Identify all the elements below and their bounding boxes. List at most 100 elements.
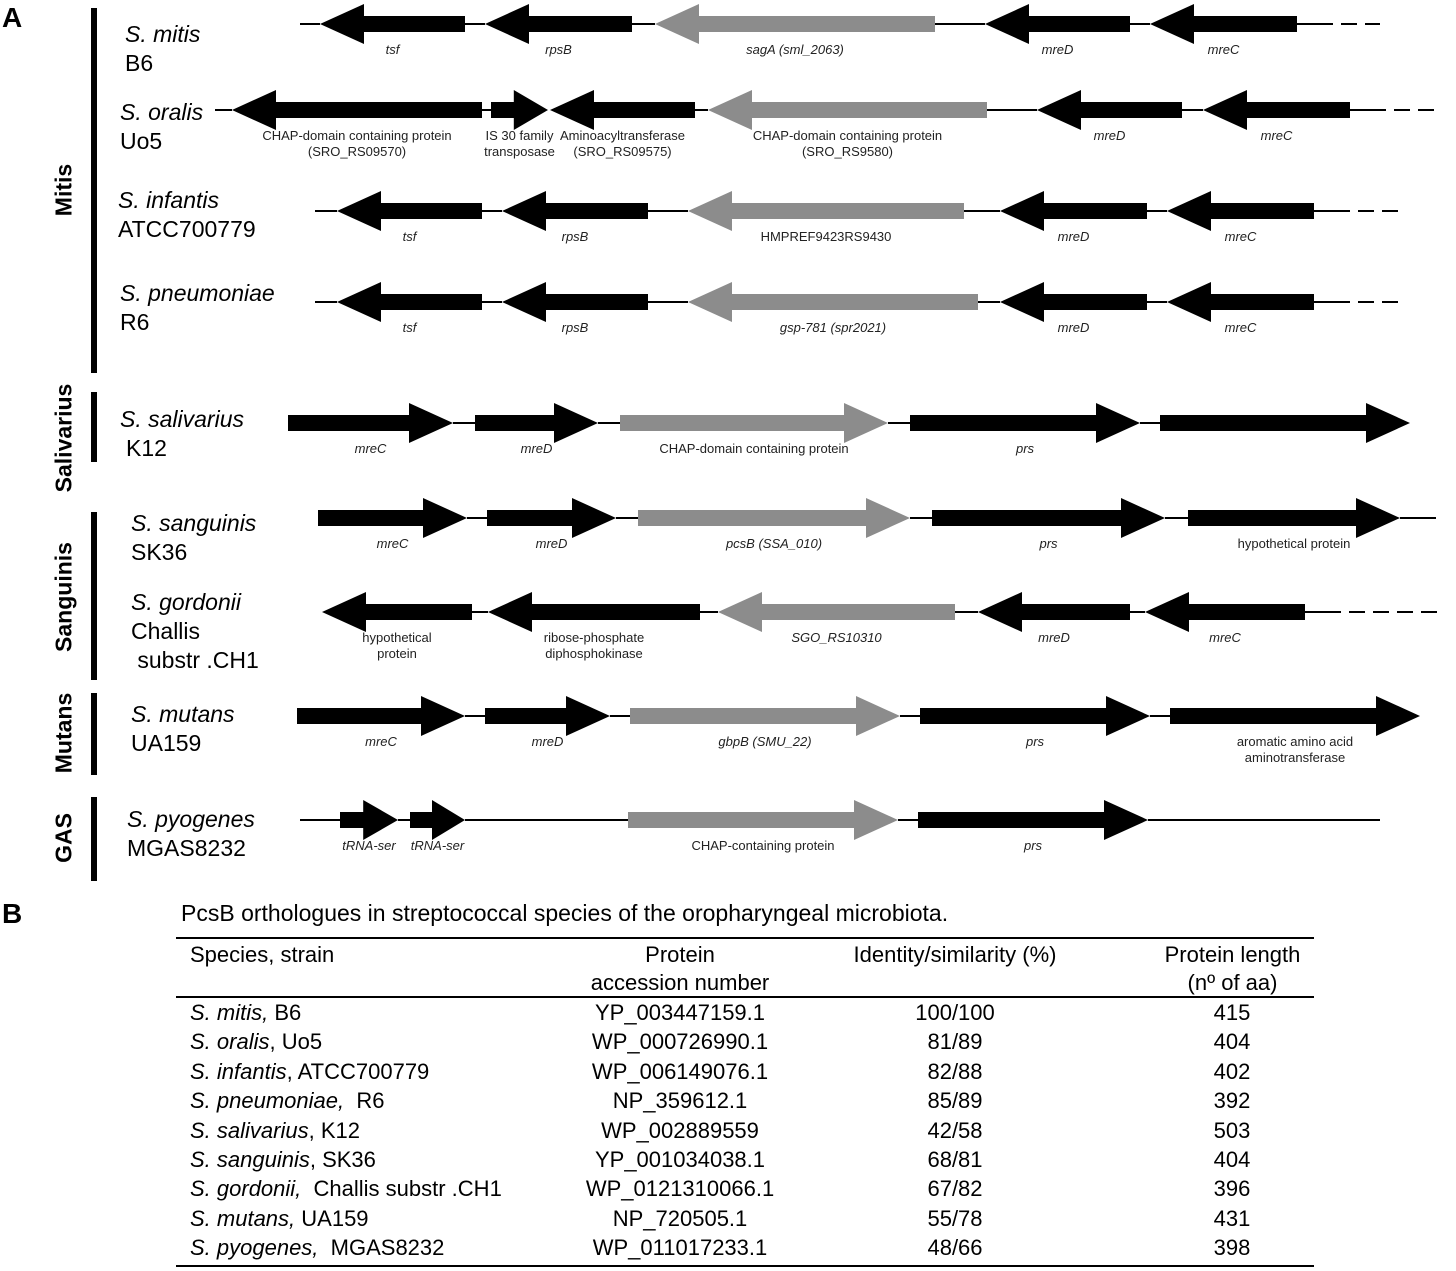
table-cell-accession: YP_003447159.1	[594, 1000, 766, 1025]
gene-label: CHAP-domain containing protein	[659, 441, 848, 456]
gene-label: tsf	[403, 320, 418, 335]
column-header-line: Identity/similarity (%)	[853, 942, 1057, 967]
table-cell-identity: 100/100	[915, 1000, 995, 1025]
gene-label-2: (SRO_RS09575)	[573, 144, 671, 159]
group-bar-salivarius	[91, 392, 97, 462]
gene-arrow-hmpref9423rs9430	[688, 191, 964, 231]
species-name: S. pneumoniae	[120, 280, 275, 306]
gene-arrow-chap-domain	[620, 403, 888, 443]
gene-arrow-rpsb	[502, 191, 648, 231]
column-header-line: Protein length	[1164, 942, 1301, 967]
panel-a-letter: A	[2, 2, 23, 33]
gene-label: prs	[1015, 441, 1035, 456]
gene-label: tsf	[403, 229, 418, 244]
table-cell-species: S. infantis, ATCC700779	[190, 1057, 429, 1086]
gene-label: mreD	[1058, 320, 1090, 335]
table-cell-length: 503	[1213, 1117, 1251, 1143]
table-cell-identity: 48/66	[927, 1235, 983, 1261]
species-italic: S. pyogenes,	[190, 1235, 319, 1261]
strain-text: , ATCC700779	[286, 1058, 430, 1084]
strain-text: MGAS8232	[318, 1235, 445, 1261]
group-bar-sanguinis	[91, 512, 97, 680]
group-bar-gas	[91, 797, 97, 881]
gene-arrow-diagram: tsf rpsB sagA (sml_2063) mreD mreC CHAP-domai…	[215, 4, 1440, 853]
strain-text: , Uo5	[269, 1029, 323, 1055]
gene-arrow-mred	[978, 592, 1130, 632]
gene-label: mreD	[532, 734, 564, 749]
table-cell-accession: NP_720505.1	[612, 1205, 748, 1231]
column-header-line: Species, strain	[190, 942, 335, 967]
strain-name: Uo5	[120, 128, 163, 154]
gene-arrow-mred	[475, 403, 598, 443]
gene-label: mreD	[1094, 128, 1126, 143]
gene-label: mreC	[355, 441, 387, 456]
table-cell-length: 392	[1213, 1088, 1251, 1114]
gene-label: mreC	[1225, 320, 1257, 335]
gene-arrow-unlabeled	[1160, 403, 1410, 443]
strain-name: MGAS8232	[127, 835, 246, 861]
table-cell-length: 402	[1213, 1058, 1251, 1084]
strain-text: , SK36	[309, 1147, 376, 1172]
species-name: S. oralis	[120, 99, 204, 125]
species-italic: S. mitis,	[190, 1000, 269, 1025]
column-header-line-2: accession number	[590, 970, 770, 995]
species-label-salivarius: S. salivarius K12	[120, 405, 244, 463]
table-cell-accession: NP_359612.1	[612, 1088, 748, 1114]
species-name: S. gordonii	[131, 589, 241, 615]
gene-arrow-mred	[487, 498, 616, 538]
gene-arrow-rpsb	[502, 282, 648, 322]
table-header-rule	[176, 996, 1314, 998]
group-bar-mitis	[91, 8, 97, 373]
strain-name-2: substr .CH1	[131, 647, 259, 673]
gene-label: gsp-781 (spr2021)	[780, 320, 886, 335]
gene-arrow-mred	[985, 4, 1130, 44]
species-label-oralis: S. oralis Uo5	[120, 98, 203, 156]
table-cell-identity: 85/89	[927, 1088, 983, 1114]
column-header-identity: Identity/similarity (%)	[830, 941, 1080, 969]
gene-label: ribose-phosphate	[544, 630, 644, 645]
strain-name: UA159	[131, 730, 202, 756]
gene-arrow-tsf	[320, 4, 465, 44]
species-italic: S. salivarius	[190, 1117, 309, 1143]
gene-arrow-chap-domain	[708, 90, 987, 130]
gene-arrow-prs	[920, 696, 1150, 736]
gene-arrow-chap-containing	[628, 800, 898, 840]
gene-label: mreC	[1209, 630, 1241, 645]
table-cell-length: 415	[1213, 1000, 1251, 1025]
gene-label: aromatic amino acid	[1237, 734, 1353, 749]
species-name: S. mitis	[125, 21, 201, 47]
strain-name: SK36	[131, 539, 188, 565]
gene-label: rpsB	[562, 229, 589, 244]
species-italic: S. gordonii,	[190, 1176, 302, 1202]
gene-arrow-mrec	[288, 403, 453, 443]
gene-arrow-aromatic	[1170, 696, 1420, 736]
strain-text: Challis substr .CH1	[301, 1176, 502, 1202]
gene-arrow-prs	[910, 403, 1140, 443]
panel-b-letter: B	[2, 898, 23, 929]
table-cell-species: S. pyogenes, MGAS8232	[190, 1233, 444, 1262]
table-cell-species: S. mutans, UA159	[190, 1204, 369, 1233]
gene-label-2: diphosphokinase	[545, 646, 643, 661]
gene-arrow-pcsb	[638, 498, 910, 538]
gene-label-2: aminotransferase	[1245, 750, 1345, 765]
table-cell-species: S. sanguinis, SK36	[190, 1145, 376, 1174]
table-cell-accession: WP_000726990.1	[591, 1029, 769, 1055]
gene-arrow-trna-ser	[340, 800, 398, 840]
gene-arrow-is	[491, 90, 548, 130]
gene-arrow-mrec	[318, 498, 467, 538]
gene-arrow-gsp-781	[688, 282, 978, 322]
species-label-mutans: S. mutans UA159	[131, 700, 235, 758]
gene-arrow-sgo_rs10310	[718, 592, 955, 632]
gene-label: sagA (sml_2063)	[746, 42, 844, 57]
strain-name: K12	[126, 435, 167, 461]
table-cell-accession: WP_0121310066.1	[585, 1176, 775, 1202]
table-bottom-rule	[176, 1265, 1314, 1267]
table-cell-identity: 42/58	[927, 1117, 983, 1143]
table-cell-identity: 67/82	[927, 1176, 983, 1202]
gene-arrow-ribose-phosphate	[488, 592, 700, 632]
gene-arrow-prs	[932, 498, 1165, 538]
gene-arrow-mrec	[1203, 90, 1350, 130]
species-name: S. mutans	[131, 701, 235, 727]
gene-label: pcsB (SSA_010)	[725, 536, 822, 551]
gene-label: mreC	[365, 734, 397, 749]
